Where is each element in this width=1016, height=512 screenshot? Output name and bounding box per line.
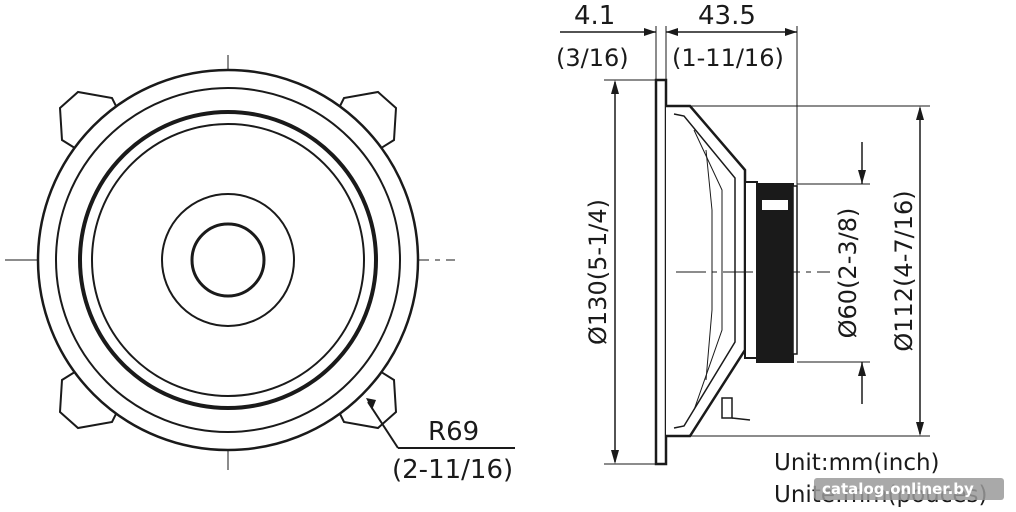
frame-inner-ring	[55, 87, 401, 433]
magnet-plate	[744, 181, 758, 359]
terminal-lead	[731, 417, 751, 421]
arrow-cutout-bottom	[916, 422, 924, 436]
outer-frame-ring	[36, 68, 420, 452]
basket-rib-line	[693, 129, 723, 411]
depth-main-mm-label: 43.5	[698, 1, 756, 31]
arrow-depth-front	[644, 28, 656, 36]
arrow-magnet-top	[858, 170, 866, 184]
magnet-highlight	[762, 200, 788, 210]
arrow-outer-bottom	[611, 450, 619, 464]
side-view	[560, 26, 930, 466]
arrow-depth-main-left	[666, 28, 678, 36]
mounting-flange	[654, 78, 668, 466]
magnet-diameter-label: Ø60(2-3/8)	[834, 208, 862, 339]
unit-note-english: Unit:mm(inch)	[774, 450, 940, 476]
radius-arrow	[366, 398, 376, 410]
depth-front-inch-label: (3/16)	[556, 44, 629, 72]
arrow-outer-top	[611, 80, 619, 94]
arrow-depth-main-right	[785, 28, 797, 36]
front-view	[5, 55, 515, 470]
surround-inner-ring	[91, 123, 365, 397]
magnet-body	[756, 183, 794, 363]
watermark-background	[814, 478, 1004, 500]
basket-rib-line-2	[705, 149, 713, 381]
mounting-tabs	[58, 90, 398, 430]
arrow-cutout-top	[916, 106, 924, 120]
basket-inner-line	[673, 113, 736, 429]
radius-leader-line	[367, 401, 399, 449]
watermark-text: catalog.onliner.by	[822, 480, 974, 498]
cone-ring	[161, 193, 295, 327]
outer-diameter-label: Ø130(5-1/4)	[584, 199, 612, 345]
radius-inch-label: (2-11/16)	[392, 455, 513, 485]
surround-outer-ring	[78, 110, 378, 410]
depth-front-mm-label: 4.1	[574, 1, 615, 31]
magnet-cap	[792, 185, 798, 355]
cutout-diameter-label: Ø112(4-7/16)	[890, 190, 918, 351]
terminal-block	[721, 397, 733, 419]
radius-mm-label: R69	[428, 417, 479, 447]
arrow-magnet-bottom	[858, 362, 866, 376]
dust-cap-ring	[190, 222, 266, 298]
depth-main-inch-label: (1-11/16)	[672, 44, 784, 72]
